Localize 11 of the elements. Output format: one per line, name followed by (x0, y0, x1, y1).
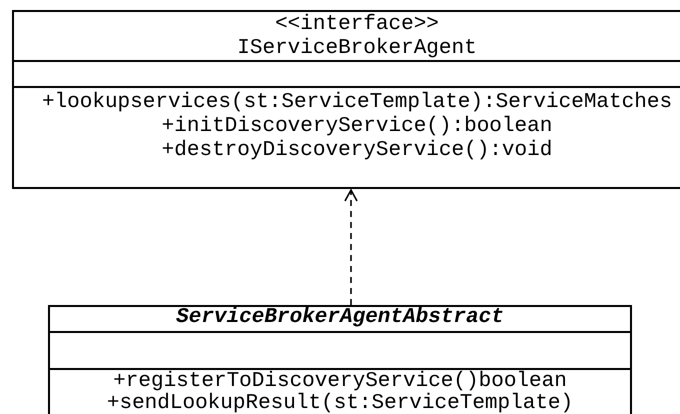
class-name: ServiceBrokerAgentAbstract (176, 307, 504, 329)
interface-box (12, 10, 680, 189)
class-name: IServiceBrokerAgent (237, 37, 477, 61)
operation-text: +lookupservices(st:ServiceTemplate):ServiceMatches (42, 91, 672, 115)
stereotype-label: <<interface>> (275, 13, 439, 37)
operation-text: +initDiscoveryService():boolean (162, 115, 552, 139)
operation-text: +registerToDiscoveryService()boolean (113, 371, 567, 393)
realization-arrow (344, 189, 358, 305)
class-box (48, 305, 632, 414)
operation-text: +sendLookupResult(st:ServiceTemplate) (106, 393, 574, 414)
operation-text: +destroyDiscoveryService():void (162, 139, 552, 163)
